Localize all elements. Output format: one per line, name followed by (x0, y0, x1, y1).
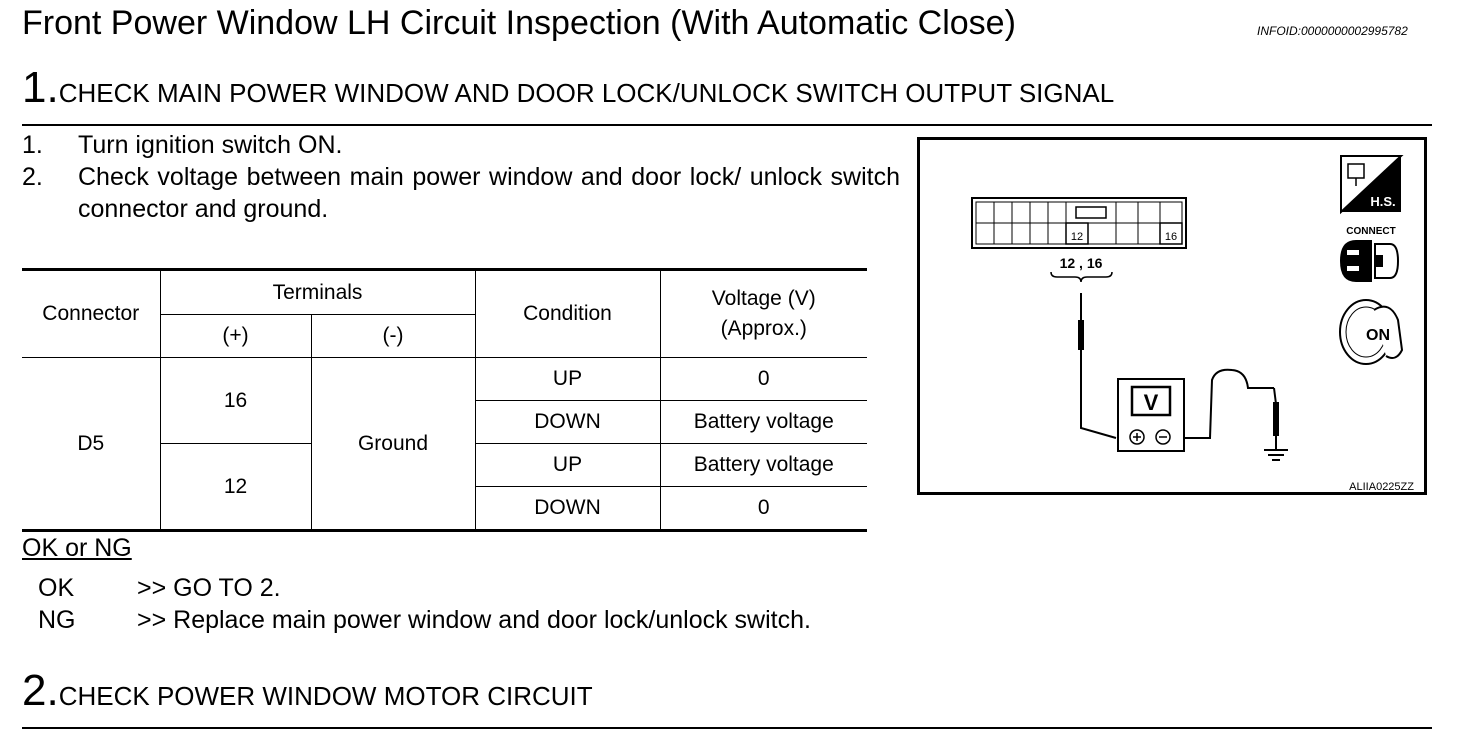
cell-condition: DOWN (474, 400, 661, 444)
meter-symbol: V (1144, 390, 1159, 415)
step1-number: 1. (22, 63, 59, 112)
table-row: DOWN Battery voltage (22, 400, 867, 444)
cell-condition: DOWN (474, 486, 661, 531)
cell-plus-12: 12 (159, 443, 312, 531)
info-id: INFOID:0000000002995782 (1257, 24, 1408, 38)
cell-condition: UP (474, 357, 661, 401)
step2-rule (22, 727, 1432, 729)
cell-ground: Ground (310, 357, 476, 531)
figure-id: ALIIA0225ZZ (1349, 481, 1414, 492)
connect-icon (1340, 240, 1400, 282)
inspection-figure: 12 16 12 , 16 V (917, 137, 1427, 495)
instruction-1-number: 1. (22, 131, 43, 159)
brace-shape (1050, 271, 1113, 283)
page-title: Front Power Window LH Circuit Inspection… (22, 4, 1016, 42)
cell-plus-16: 16 (159, 357, 312, 444)
positive-probe-icon (1078, 293, 1117, 439)
cell-voltage: 0 (659, 357, 867, 401)
cell-voltage: Battery voltage (659, 400, 867, 444)
cell-voltage: Battery voltage (659, 443, 867, 487)
wiring-diagram: 12 16 12 , 16 V (971, 155, 1414, 492)
step2-title: CHECK POWER WINDOW MOTOR CIRCUIT (58, 681, 593, 711)
terminals-label: 12 , 16 (1060, 255, 1103, 271)
cell-condition: UP (474, 443, 661, 487)
instruction-2-text: Check voltage between main power window … (78, 163, 900, 223)
ground-symbol-icon (1264, 449, 1288, 461)
header-voltage-approx: (Approx.) (720, 317, 807, 340)
step2-number: 2. (22, 666, 59, 715)
header-connector: Connector (22, 269, 161, 358)
header-minus: (-) (310, 314, 476, 358)
table-row: 12 UP Battery voltage (22, 443, 867, 531)
cell-connector: D5 (22, 357, 161, 531)
key-on-label: ON (1366, 327, 1390, 344)
ng-action: >> Replace main power window and door lo… (137, 606, 811, 634)
step2-heading: 2.CHECK POWER WINDOW MOTOR CIRCUIT (22, 666, 593, 716)
okng-heading: OK or NG (22, 534, 132, 562)
harness-side-icon (1340, 155, 1404, 215)
step1-rule (22, 124, 1432, 126)
cell-voltage: 0 (659, 486, 867, 531)
table-row: D5 16 Ground UP 0 (22, 357, 867, 531)
ok-label: OK (38, 574, 75, 602)
header-voltage: Voltage (V) (Approx.) (659, 269, 867, 358)
header-condition: Condition (474, 269, 661, 358)
instruction-2-number: 2. (22, 163, 43, 191)
header-plus: (+) (159, 314, 312, 358)
ignition-key-icon (1339, 299, 1404, 365)
hs-label: H.S. (1370, 194, 1395, 209)
ok-action: >> GO TO 2. (137, 574, 281, 602)
terminal-12-label: 12 (1071, 231, 1083, 243)
voltage-spec-table: Connector Terminals Condition Voltage (V… (22, 268, 867, 532)
step1-heading: 1.CHECK MAIN POWER WINDOW AND DOOR LOCK/… (22, 63, 1114, 113)
header-voltage-label: Voltage (V) (711, 287, 816, 310)
connector-icon (971, 197, 1187, 249)
header-terminals: Terminals (159, 269, 476, 315)
step1-title: CHECK MAIN POWER WINDOW AND DOOR LOCK/UN… (58, 78, 1115, 108)
ng-label: NG (38, 606, 76, 634)
ground-probe-icon (1184, 368, 1279, 450)
instruction-1-text: Turn ignition switch ON. (78, 131, 343, 159)
connect-label: CONNECT (1346, 226, 1395, 237)
voltmeter-icon (1117, 378, 1185, 452)
terminal-16-label: 16 (1165, 231, 1177, 243)
